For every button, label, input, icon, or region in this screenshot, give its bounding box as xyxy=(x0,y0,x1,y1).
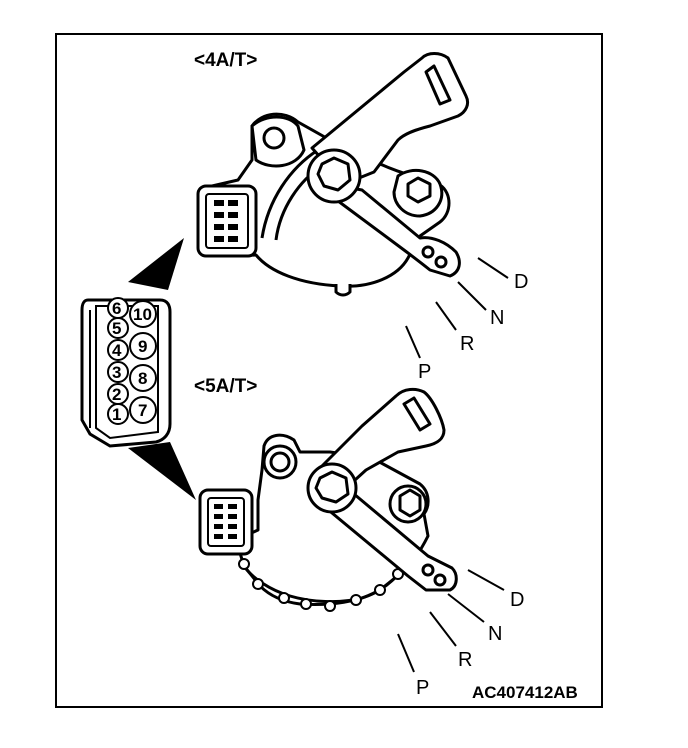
switch-5at-detent-hole-2 xyxy=(433,573,447,587)
section-5at-label: <5A/T> xyxy=(194,376,257,397)
pointer-wedge-5at xyxy=(128,442,196,500)
connector-detail: 6 5 4 3 2 1 10 9 8 7 xyxy=(80,297,172,448)
pin-9-label: 9 xyxy=(138,337,147,356)
position-4at-p: P xyxy=(418,361,431,383)
switch-4at-right-bolt xyxy=(406,176,432,204)
pointer-wedge-4at xyxy=(128,238,184,290)
switch-5at-connector-face xyxy=(207,497,245,547)
pin-4-circle xyxy=(107,339,129,361)
position-5at-n: N xyxy=(488,623,502,645)
switch-4at-lever-slot xyxy=(424,64,452,106)
switch-5at xyxy=(198,387,458,612)
switch-4at-connector-face xyxy=(205,193,249,249)
pin-8-circle xyxy=(129,364,157,392)
pin-10-label: 10 xyxy=(133,305,152,324)
pin-1-label: 1 xyxy=(112,405,121,424)
switch-5at-right-bolt xyxy=(398,488,422,518)
switch-4at-detent-hole-1 xyxy=(421,245,435,259)
switch-5at-shaft-nut xyxy=(314,470,350,504)
switch-4at-sector-arc xyxy=(260,148,319,239)
pin-2-label: 2 xyxy=(112,385,121,404)
switch-4at-bottom-nub xyxy=(334,284,352,297)
switch-4at-lever-arm xyxy=(310,52,470,186)
pin-3-label: 3 xyxy=(112,363,121,382)
pin-5-circle xyxy=(107,317,129,339)
position-5at-r: R xyxy=(458,649,472,671)
positions-5at-leaders xyxy=(397,569,505,673)
position-5at-p: P xyxy=(416,677,429,699)
section-4at-label: <4A/T> xyxy=(194,50,257,71)
switch-4at-shaft-nut xyxy=(316,156,352,192)
pin-8-label: 8 xyxy=(138,369,147,388)
position-4at-d: D xyxy=(514,271,528,293)
pin-9-circle xyxy=(129,332,157,360)
pin-5-label: 5 xyxy=(112,319,121,338)
pin-7-label: 7 xyxy=(138,401,147,420)
position-4at-r: R xyxy=(460,333,474,355)
position-4at-n: N xyxy=(490,307,504,329)
positions-4at-leaders xyxy=(405,257,509,359)
switch-5at-scallop-holes xyxy=(238,558,404,612)
pin-7-circle xyxy=(129,396,157,424)
switch-4at xyxy=(196,52,470,297)
pin-10-circle xyxy=(129,300,157,328)
switch-5at-lever-slot xyxy=(402,396,432,432)
switch-5at-mount-hole-left xyxy=(269,451,291,473)
pin-1-circle xyxy=(107,403,129,425)
switch-5at-connector-pins xyxy=(214,504,237,539)
switch-4at-mount-hole-left xyxy=(262,126,286,150)
pin-6-label: 6 xyxy=(112,299,121,318)
image-code: AC407412AB xyxy=(472,683,578,702)
pin-3-circle xyxy=(107,361,129,383)
switch-5at-detent-hole-1 xyxy=(421,563,435,577)
diagram-border xyxy=(55,33,603,708)
pin-4-label: 4 xyxy=(112,341,122,360)
position-5at-d: D xyxy=(510,589,524,611)
switch-4at-connector-pins xyxy=(214,200,238,242)
switch-4at-detent-hole-2 xyxy=(434,255,448,269)
switch-5at-detent-plate xyxy=(324,488,458,592)
